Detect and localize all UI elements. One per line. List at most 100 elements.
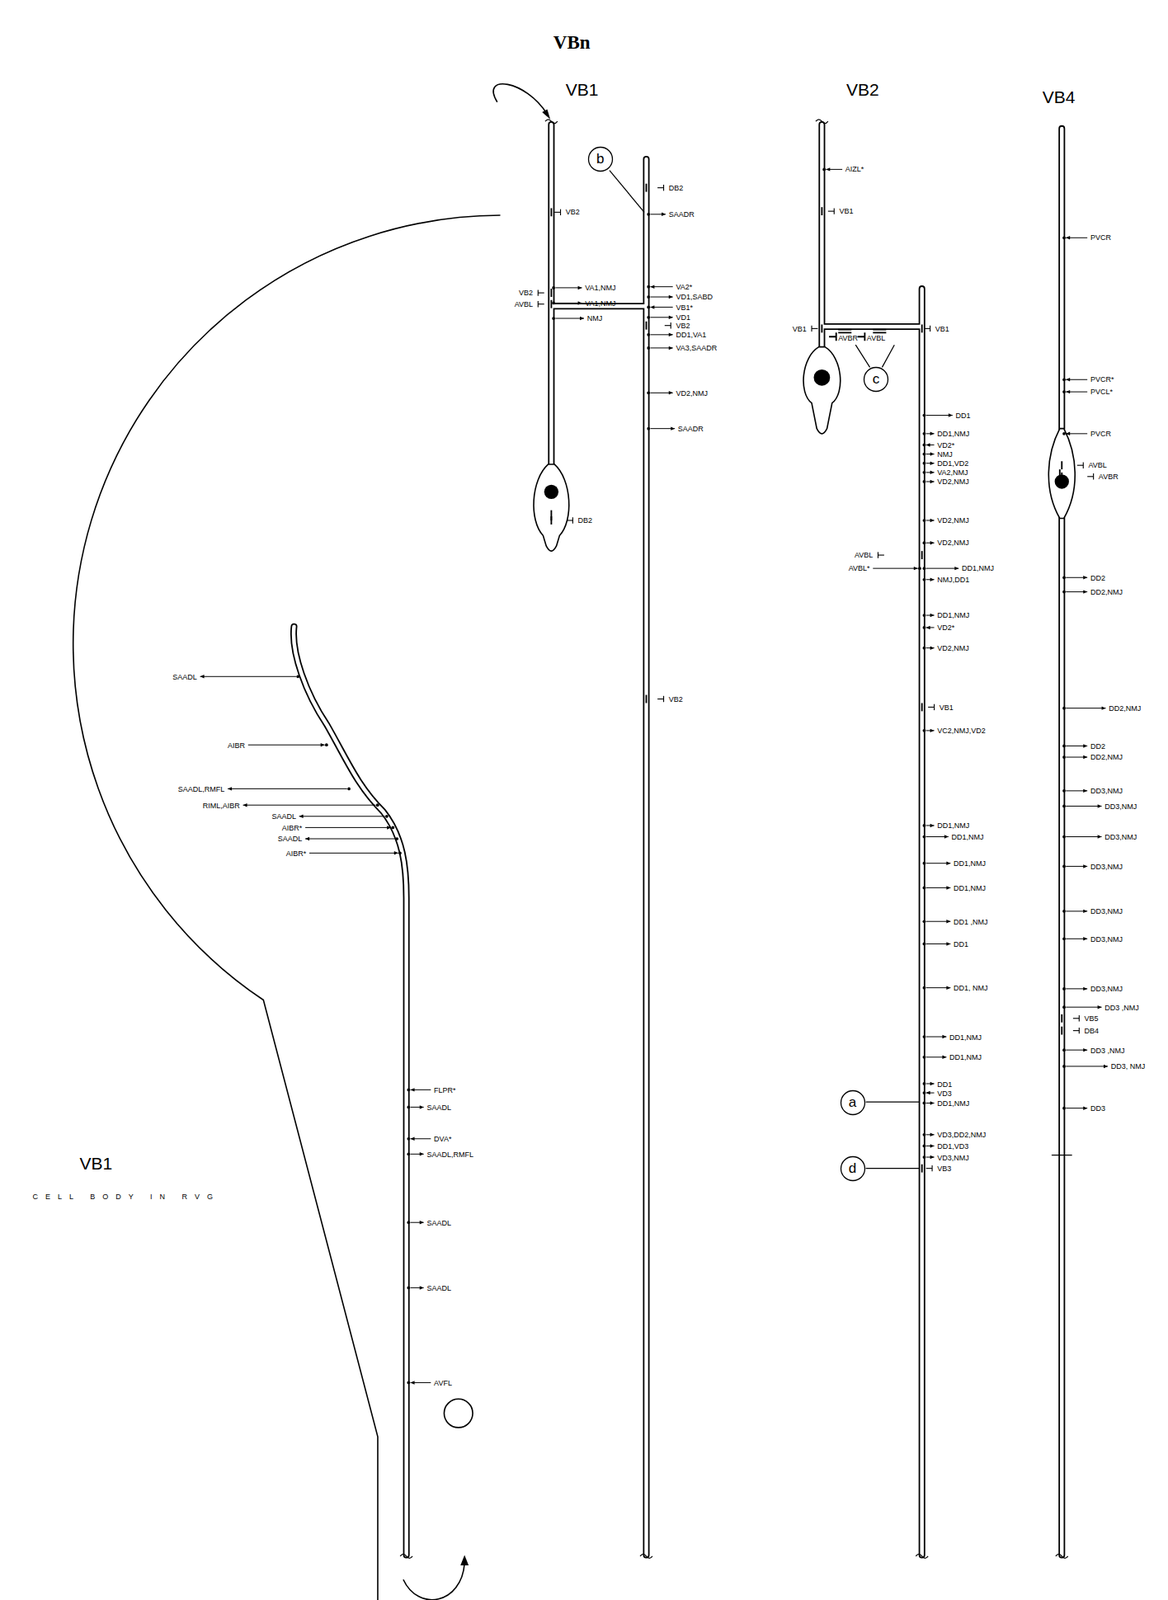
synapse-arrow	[872, 566, 918, 570]
synapse-dot	[923, 578, 927, 582]
synapse-partner: VD3,DD2,NMJ	[937, 1130, 986, 1140]
curved-arrow	[403, 1563, 465, 1600]
synapse-partner: VA1,NMJ	[584, 283, 616, 292]
synapse-dot	[923, 541, 927, 545]
synapse-partner: AIBR*	[282, 824, 303, 833]
synapse-dot	[646, 333, 650, 337]
synapse-partner: DD2,NMJ	[1108, 704, 1141, 713]
synapse-dot	[1062, 432, 1066, 436]
synapse-partner: DD1,NMJ	[949, 1033, 982, 1042]
synapse-partner: VD2,NMJ	[937, 538, 970, 547]
synapse-partner: AIZL*	[845, 164, 865, 174]
synapse-arrow	[227, 786, 348, 791]
synapse-dot	[646, 390, 650, 395]
synapse-arrow	[1065, 575, 1088, 580]
synapse-arrow	[649, 284, 673, 288]
synapse-partner: AIBR	[227, 741, 245, 750]
synapse-arrow	[410, 1220, 424, 1225]
synapse-partner: SAADL	[426, 1219, 452, 1228]
synapse-partner: SAADL	[172, 673, 198, 682]
synapse-partner: VB1	[838, 207, 853, 216]
gap-junction-bar	[921, 702, 924, 712]
diagram-title: VBn	[553, 32, 591, 54]
synapse-partner: VD2,NMJ	[675, 389, 708, 398]
gap-junction-symbol	[1078, 1027, 1080, 1034]
synapse-dot	[1062, 1048, 1066, 1052]
synapse-dot	[1062, 835, 1066, 839]
synapse-partner: DD2,NMJ	[1090, 588, 1123, 597]
synapse-partner: VB1	[792, 324, 807, 334]
synapse-dot	[398, 851, 402, 855]
synapse-arrow	[1065, 909, 1088, 914]
synapse-partner: DD3	[1090, 1104, 1106, 1113]
synapse-dot	[923, 461, 927, 466]
gap-junction-symbol	[1073, 1030, 1079, 1032]
neuron-name: VB4	[1042, 87, 1076, 108]
synapse-dot	[406, 1106, 410, 1110]
synapse-partner: AVBL	[1087, 461, 1107, 470]
gap-junction-bar	[1060, 461, 1063, 470]
synapse-arrow	[825, 167, 843, 171]
synapse-partner: DD3,NMJ	[1090, 907, 1123, 916]
synapse-partner: VD2,NMJ	[937, 644, 970, 653]
synapse-dot	[324, 743, 329, 747]
gap-junction-symbol	[554, 211, 561, 213]
gap-junction-symbol	[1073, 1017, 1079, 1019]
synapse-dot	[1062, 937, 1066, 941]
synapse-partner: NMJ,DD1	[937, 575, 970, 584]
synapse-partner: DD2	[1090, 574, 1106, 583]
nucleus	[544, 369, 1070, 500]
gap-junction-symbol	[663, 184, 665, 191]
neuron-name: VB1	[565, 80, 599, 100]
synapse-arrow	[305, 837, 396, 841]
synapse-dot	[923, 1082, 927, 1086]
gap-junction-bar	[645, 183, 648, 193]
neuron-name: VB2	[846, 80, 880, 100]
synapse-dot	[1062, 390, 1066, 394]
synapse-arrow	[926, 1155, 935, 1159]
synapse-partner: FLPR*	[433, 1086, 457, 1095]
synapse-arrow	[309, 851, 399, 855]
synapse-dot	[1062, 755, 1066, 759]
synapse-arrow	[410, 1087, 432, 1092]
synapse-partner: DD1	[937, 1080, 952, 1089]
gap-junction-symbol	[833, 207, 835, 214]
gap-junction-symbol	[933, 704, 935, 711]
synapse-partner: DD3,NMJ	[1090, 984, 1123, 994]
synapse-arrow	[926, 729, 935, 733]
synapse-partner: DD1,NMJ	[937, 1099, 970, 1108]
synapse-arrow	[926, 626, 935, 630]
synapse-dot	[1062, 1005, 1066, 1009]
synapse-dot	[1062, 706, 1066, 711]
synapse-partner: AVBR	[1098, 472, 1119, 481]
gap-junction-symbol	[1078, 1015, 1080, 1022]
gap-junction-bar	[550, 516, 552, 525]
synapse-partner: DD1,NMJ	[937, 821, 970, 830]
synapse-partner: AVFL	[433, 1379, 453, 1388]
synapse-partner: DD1,NMJ	[937, 611, 970, 620]
synapse-partner: DD3, NMJ	[1111, 1062, 1146, 1071]
synapse-arrow	[926, 470, 935, 475]
synapse-arrow	[649, 212, 666, 217]
gap-junction-symbol	[572, 517, 574, 523]
gap-junction-symbol	[932, 1165, 933, 1172]
synapse-arrow	[1065, 744, 1088, 748]
synapse-partner: SAADL	[426, 1103, 452, 1112]
gap-junction-symbol	[927, 706, 934, 708]
synapse-dot	[1062, 1064, 1066, 1069]
synapse-arrow	[410, 1285, 424, 1290]
synapse-dot	[923, 1144, 927, 1149]
synapse-dot	[923, 518, 927, 523]
synapse-dot	[923, 613, 927, 617]
gap-junction-symbol	[537, 303, 544, 305]
synapse-arrow	[555, 316, 584, 321]
callout-letter: d	[839, 1155, 867, 1183]
synapse-partner: VB2	[668, 695, 683, 704]
synapse-dot	[923, 824, 927, 828]
synapse-dot	[923, 835, 927, 839]
synapse-partner: DD3 ,NMJ	[1090, 1046, 1126, 1055]
gap-junction-symbol	[537, 301, 539, 307]
synapse-arrow	[926, 452, 935, 456]
synapse-dot	[1062, 575, 1066, 580]
gap-junction-symbol	[657, 698, 664, 700]
